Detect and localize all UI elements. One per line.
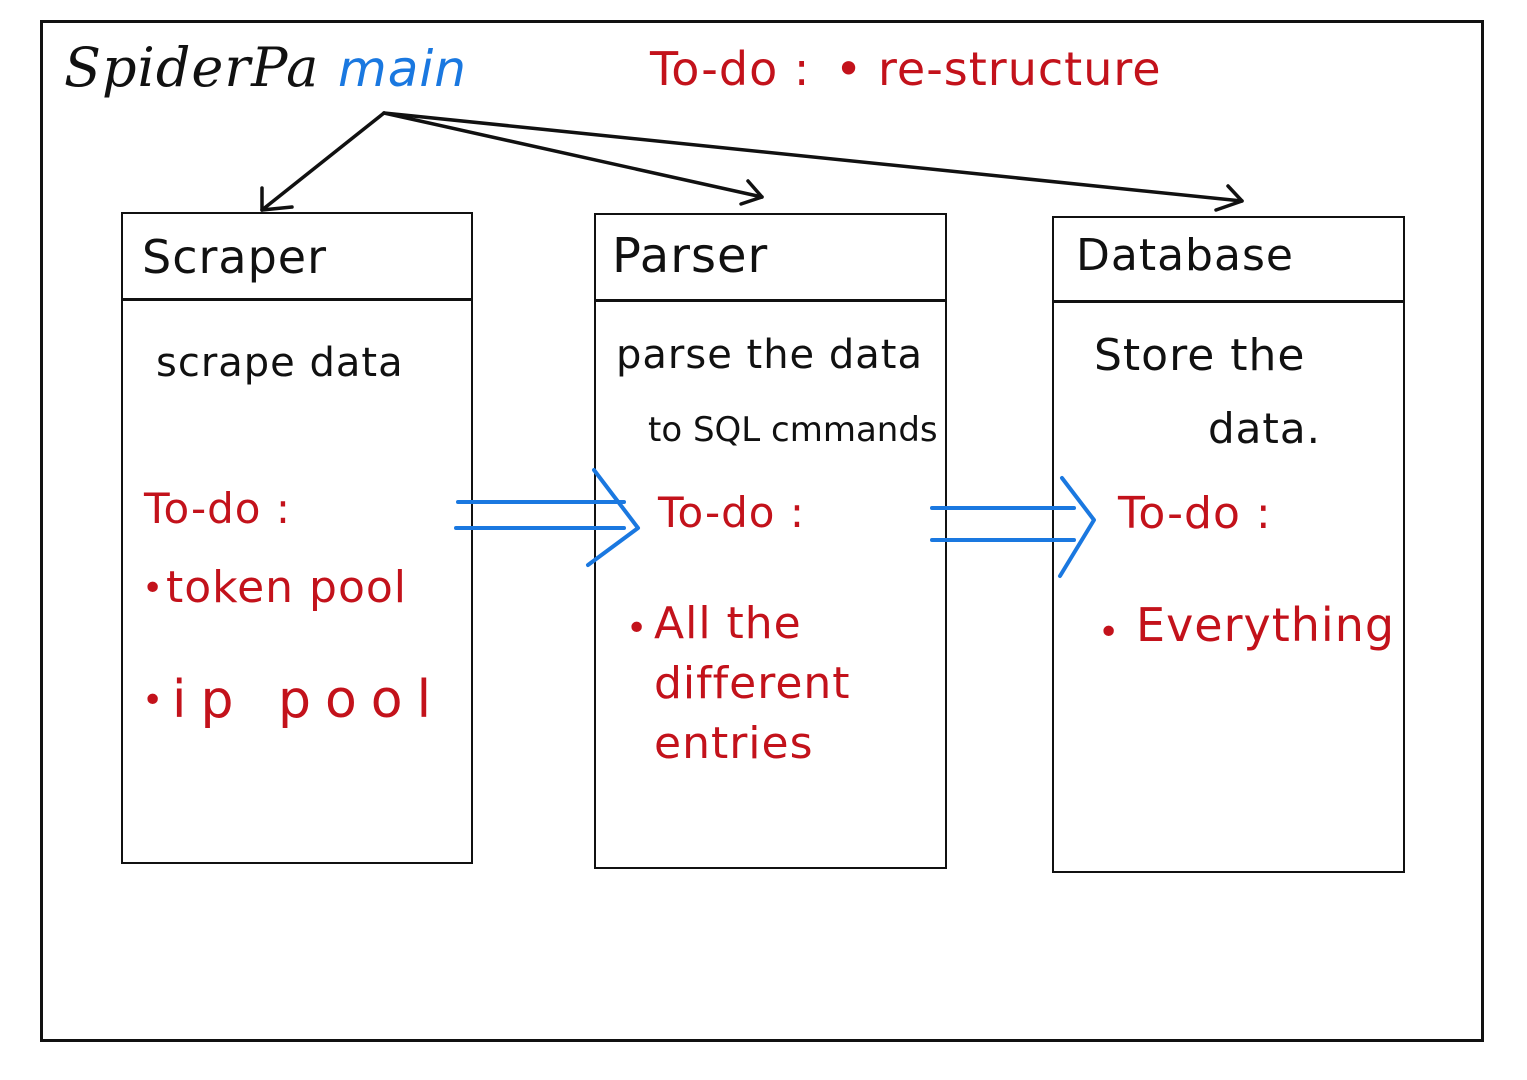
scraper-todo-bullet: • — [142, 680, 165, 721]
main-to-scraper-arrow — [260, 111, 386, 212]
scraper-title: Scraper — [142, 230, 328, 284]
main-to-database-arrowhead — [1214, 184, 1244, 212]
scraper-todo-item: token pool — [166, 562, 408, 613]
scraper-box — [121, 212, 473, 864]
main-module-label: main — [338, 40, 467, 98]
header-todo-label: To-do : — [650, 42, 811, 96]
main-to-parser-arrow — [382, 111, 764, 199]
scraper-todo-item: ip pool — [172, 670, 446, 730]
database-title: Database — [1076, 230, 1294, 281]
header-todo-bullet: • — [835, 42, 864, 96]
scraper-to-parser-flow-head — [586, 468, 640, 567]
main-to-database-arrow — [382, 111, 1244, 203]
scraper-todo-bullet: • — [142, 568, 165, 609]
parser-description-line: parse the data — [616, 332, 923, 378]
parser-title: Parser — [612, 228, 769, 284]
scraper-todo-label: To-do : — [144, 484, 292, 533]
database-description-line: data. — [1208, 404, 1321, 453]
parser-description-line: to SQL cmmands — [648, 410, 938, 450]
parser-to-database-flow-head — [1058, 476, 1096, 578]
header-todo-item: re-structure — [878, 42, 1162, 96]
parser-todo-item: All the different entries — [654, 598, 851, 769]
database-box — [1052, 216, 1405, 873]
parser-todo-label: To-do : — [658, 488, 806, 537]
parser-todo-bullet: • — [626, 608, 649, 649]
main-to-scraper-arrowhead — [260, 186, 294, 212]
app-title: SpiderPa — [64, 36, 320, 99]
database-todo-label: To-do : — [1118, 488, 1272, 539]
diagram-frame — [40, 20, 1484, 1042]
database-todo-item: Everything — [1136, 598, 1396, 652]
main-to-parser-arrowhead — [739, 179, 764, 206]
scraper-description-line: scrape data — [156, 340, 404, 386]
database-description-line: Store the — [1094, 330, 1306, 381]
database-todo-bullet: • — [1098, 612, 1121, 653]
